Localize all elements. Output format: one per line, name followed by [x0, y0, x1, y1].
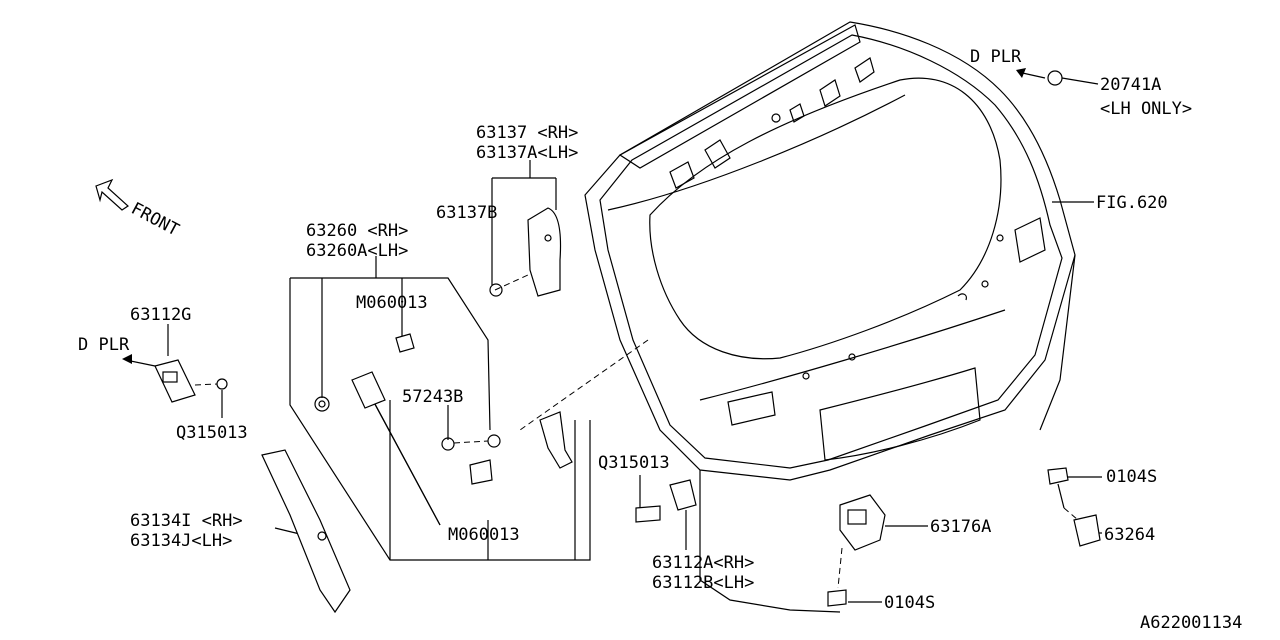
label-63137: 63137 <RH> — [476, 123, 578, 143]
label-d-plr-left: D PLR — [78, 335, 130, 355]
leader-lines — [122, 68, 1102, 603]
label-fig620: FIG.620 — [1096, 193, 1168, 213]
label-20741a: 20741A — [1100, 75, 1161, 95]
label-front: FRONT — [128, 199, 183, 241]
label-0104s-bottom: 0104S — [884, 593, 935, 613]
label-63260: 63260 <RH> — [306, 221, 408, 241]
label-d-plr-top: D PLR — [970, 47, 1022, 67]
tailgate-drawing — [584, 21, 1076, 613]
label-m060013-top: M060013 — [356, 293, 428, 313]
label-63112g: 63112G — [130, 305, 191, 325]
parts — [154, 207, 1101, 614]
label-63176a: 63176A — [930, 517, 991, 537]
label-0104s-right: 0104S — [1106, 467, 1157, 487]
front-arrow-icon — [95, 178, 129, 211]
part-labels: D PLR 20741A <LH ONLY> 63137 <RH> 63137A… — [78, 47, 1242, 633]
label-63260a: 63260A<LH> — [306, 241, 408, 261]
part-20741a-marker — [1047, 70, 1063, 86]
diagram-id: A622001134 — [1140, 613, 1242, 633]
label-63112b: 63112B<LH> — [652, 573, 754, 593]
markers — [1047, 70, 1063, 86]
label-63264: 63264 — [1104, 525, 1155, 545]
label-m060013-bottom: M060013 — [448, 525, 520, 545]
label-63134i: 63134I <RH> — [130, 511, 243, 531]
label-lh-only: <LH ONLY> — [1100, 99, 1192, 119]
label-63137a: 63137A<LH> — [476, 143, 578, 163]
label-63112a: 63112A<RH> — [652, 553, 754, 573]
label-57243b: 57243B — [402, 387, 463, 407]
label-q315013-left: Q315013 — [176, 423, 248, 443]
label-q315013-mid: Q315013 — [598, 453, 670, 473]
label-63134j: 63134J<LH> — [130, 531, 232, 551]
label-63137b: 63137B — [436, 203, 497, 223]
